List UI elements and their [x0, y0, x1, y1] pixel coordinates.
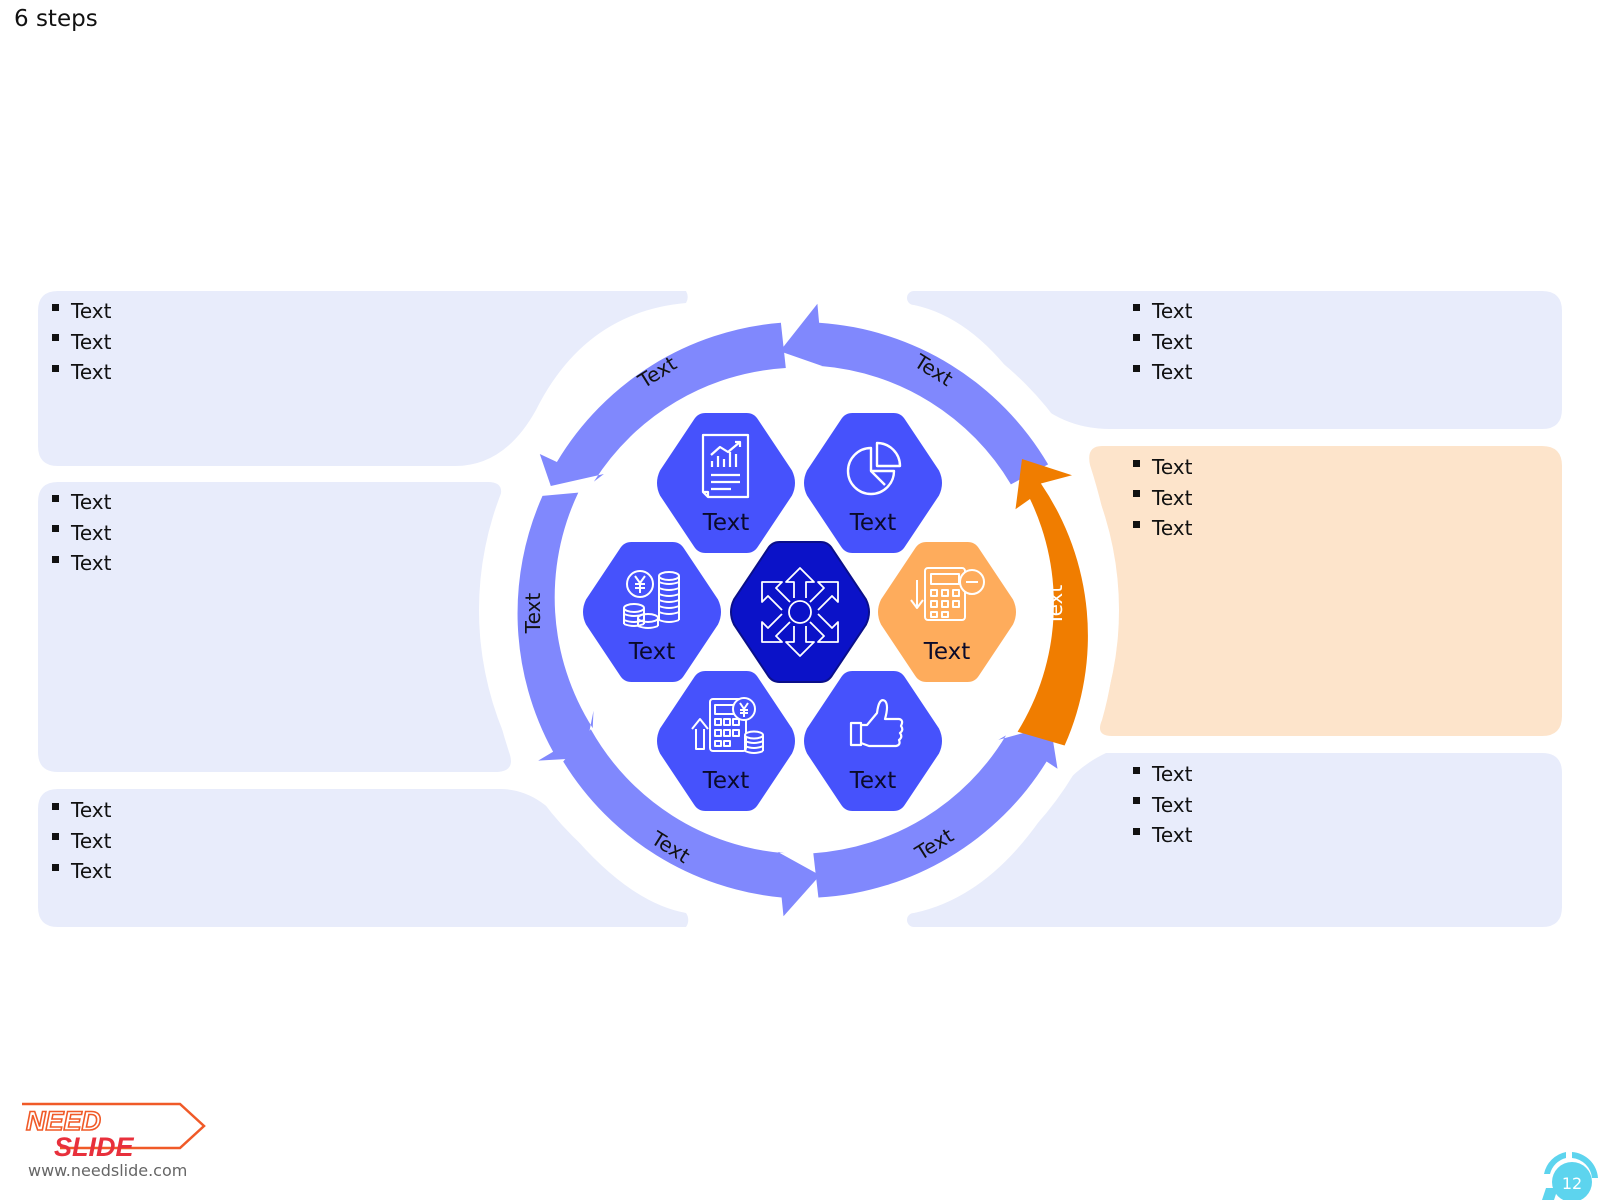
bullet-list-middle-left: Text Text Text — [52, 487, 111, 579]
hub-arrows-icon — [761, 567, 839, 657]
panel-top-right — [907, 291, 1562, 429]
panel-middle-left — [38, 482, 511, 772]
bullet-list-top-left: Text Text Text — [52, 296, 111, 388]
list-item: Text — [52, 296, 111, 327]
pie-chart-icon — [846, 441, 902, 496]
bullet-list-top-right: Text Text Text — [1133, 296, 1192, 388]
hex-step-calculator-minus[interactable]: Text — [878, 542, 1016, 682]
list-item: Text — [52, 856, 111, 887]
list-item: Text — [52, 518, 111, 549]
list-item: Text — [1133, 483, 1192, 514]
hex-step-label: Text — [923, 639, 971, 665]
ring-arrow-bottom-right[interactable] — [813, 725, 1058, 898]
list-item: Text — [52, 487, 111, 518]
page-number: 12 — [1562, 1174, 1582, 1193]
list-item: Text — [1133, 357, 1192, 388]
list-item: Text — [1133, 296, 1192, 327]
list-item: Text — [52, 548, 111, 579]
list-item: Text — [1133, 759, 1192, 790]
hex-step-calculator-yen[interactable]: Text — [657, 671, 795, 811]
hex-step-label: Text — [849, 768, 897, 794]
ring-label-right: Text — [1043, 585, 1067, 627]
hex-step-report[interactable]: Text — [657, 413, 795, 553]
list-item: Text — [1133, 327, 1192, 358]
hex-step-label: Text — [628, 639, 676, 665]
ring-label-left: Text — [521, 593, 545, 635]
ring-arrow-bottom-left[interactable] — [563, 729, 820, 917]
panel-top-left — [38, 291, 688, 466]
coins-yen-icon — [623, 570, 680, 629]
list-item: Text — [1133, 452, 1192, 483]
hex-step-label: Text — [849, 510, 897, 536]
list-item: Text — [52, 795, 111, 826]
panel-bottom-left — [38, 789, 689, 927]
panel-middle-right[interactable] — [1089, 446, 1562, 736]
needslide-logo: NEED SLIDE — [22, 1102, 206, 1162]
hex-step-coins[interactable]: Text — [583, 542, 721, 682]
list-item: Text — [52, 357, 111, 388]
bullet-list-bottom-right: Text Text Text — [1133, 759, 1192, 851]
ring-arrow-right-highlight[interactable] — [1015, 459, 1088, 746]
list-item: Text — [1133, 513, 1192, 544]
page-number-badge: 12 — [1542, 1152, 1598, 1200]
calculator-minus-icon — [910, 567, 985, 621]
bullet-list-bottom-left: Text Text Text — [52, 795, 111, 887]
bullet-list-middle-right: Text Text Text — [1133, 452, 1192, 544]
hex-step-label: Text — [702, 768, 750, 794]
ring-arrow-top-right[interactable] — [779, 303, 1049, 485]
slide-title: 6 steps — [14, 6, 98, 32]
thumbs-up-icon — [849, 699, 904, 748]
list-item: Text — [1133, 790, 1192, 821]
report-chart-icon — [701, 433, 750, 499]
hex-step-thumbs-up[interactable]: Text — [804, 671, 942, 811]
svg-text:SLIDE: SLIDE — [54, 1132, 135, 1162]
panel-bottom-right — [907, 753, 1562, 927]
hex-step-pie[interactable]: Text — [804, 413, 942, 553]
hex-center-hub — [730, 541, 870, 683]
list-item: Text — [1133, 820, 1192, 851]
svg-text:NEED: NEED — [26, 1106, 101, 1136]
ring-arrow-top-left[interactable] — [539, 322, 786, 486]
hex-step-label: Text — [702, 510, 750, 536]
website-url: www.needslide.com — [28, 1161, 188, 1180]
calculator-yen-icon — [691, 697, 764, 754]
list-item: Text — [52, 826, 111, 857]
ring-arrow-left[interactable] — [517, 492, 594, 761]
list-item: Text — [52, 327, 111, 358]
